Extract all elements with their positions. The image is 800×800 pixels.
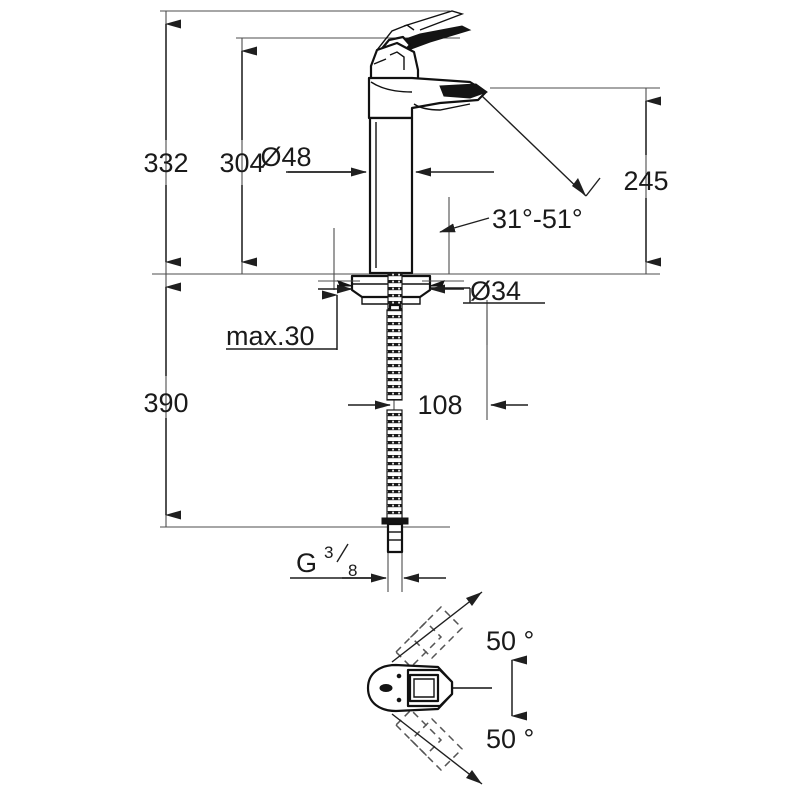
dimension-total-height: 332 [143, 19, 189, 267]
swivel-angle-indicators: 50 ° 50 ° [391, 591, 534, 785]
dim-label-d48: Ø48 [260, 142, 311, 172]
mounting-indicator-arrows [318, 280, 464, 294]
dim-label-angle-range: 31°-51° [492, 204, 583, 234]
dim-label-245: 245 [623, 166, 668, 196]
dimension-spout-height: 304 [219, 46, 265, 267]
faucet-spout [367, 76, 489, 120]
flexible-hose [386, 309, 403, 521]
top-plan-view: 50 ° 50 ° [366, 591, 534, 785]
dimension-hose-length: 390 [143, 282, 189, 520]
dim-label-swivel-left: 50 ° [486, 626, 534, 656]
faucet-column [368, 116, 414, 275]
dim-label-thread-numerator: 3 [324, 543, 333, 562]
hose-end-connector [381, 517, 409, 554]
dim-label-332: 332 [143, 148, 188, 178]
dimension-projection: 245 [623, 96, 669, 267]
dimension-body-diameter: Ø48 [260, 142, 494, 177]
dimension-max-thickness: max.30 [226, 290, 338, 351]
dim-label-108: 108 [417, 390, 462, 420]
dim-label-max30: max.30 [226, 321, 315, 351]
dimension-spout-reach: 108 [348, 390, 528, 420]
swivel-position-outlines [394, 605, 464, 772]
dimension-base-diameter: Ø34 [400, 276, 545, 345]
dimension-thread-size: G 3 8 [290, 543, 446, 583]
faucet-plan-body [366, 663, 492, 713]
dim-label-390: 390 [143, 388, 188, 418]
front-elevation-view [318, 10, 489, 554]
dim-label-thread-letter: G [296, 548, 317, 578]
dim-label-304: 304 [219, 148, 264, 178]
dim-label-swivel-right: 50 ° [486, 724, 534, 754]
dimension-swivel-angle: 31°-51° [439, 95, 601, 234]
dim-label-thread-denominator: 8 [348, 561, 357, 580]
dim-label-d34: Ø34 [470, 276, 521, 306]
